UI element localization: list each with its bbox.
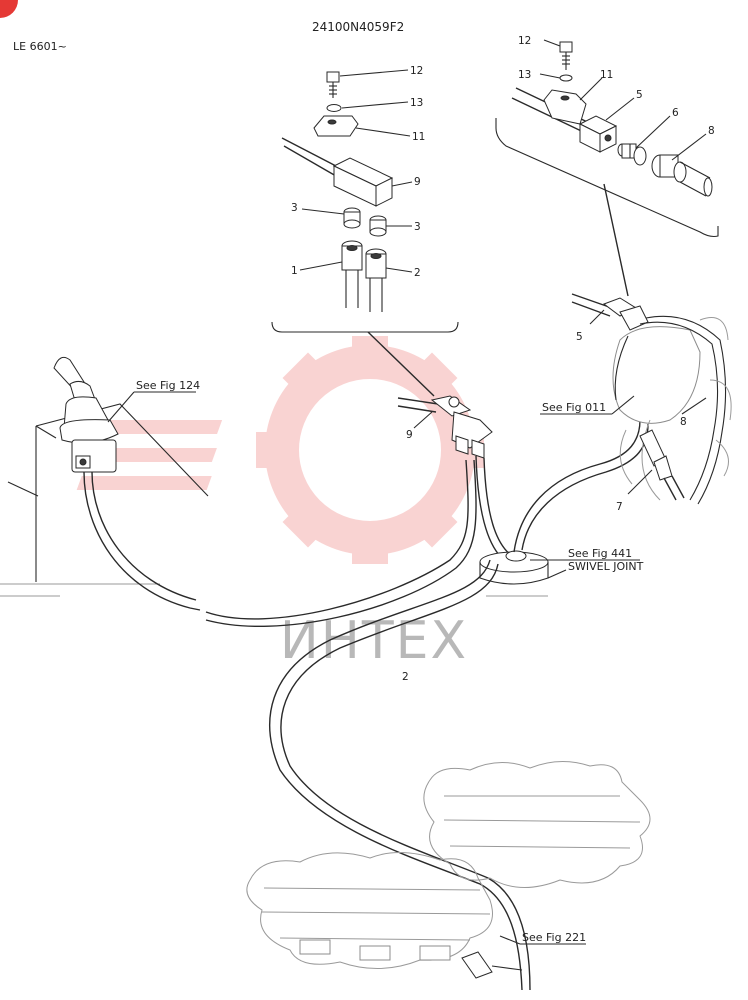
hose-detail-left: [281, 137, 337, 167]
label-part-2-top: 2: [414, 267, 421, 279]
ref-fig-011: See Fig 011: [542, 401, 606, 414]
hose-end-8: [651, 154, 713, 197]
clamp-11-left: [313, 115, 359, 137]
detail-view-swivel-connectors: 12 13 11 5 6 8: [495, 35, 719, 238]
label-part-9-main: 9: [406, 429, 413, 441]
callout-line-right-detail: [603, 183, 629, 297]
label-part-12-left: 12: [410, 65, 423, 77]
connector-block-9: [332, 157, 394, 207]
fitting-6: [617, 143, 647, 166]
label-part-3-right: 3: [414, 221, 421, 233]
washer-13-right: [559, 74, 573, 82]
label-part-5-detail: 5: [636, 89, 643, 101]
label-part-8-detail: 8: [708, 125, 715, 137]
label-part-5-main: 5: [576, 331, 583, 343]
block-5-detail: [578, 115, 618, 153]
label-part-1: 1: [291, 265, 298, 277]
hose-joystick: [83, 471, 201, 611]
watermark-text: ИНТЕХ: [280, 611, 468, 671]
operator-console: [0, 403, 209, 597]
hose-end-fitting-valve: [461, 951, 523, 979]
label-part-8-main: 8: [680, 416, 687, 428]
ref-swivel-joint: SWIVEL JOINT: [568, 560, 644, 573]
label-part-13-right: 13: [518, 69, 531, 81]
drawing-number: 24100N4059F2: [312, 20, 404, 34]
detail-view-valve-connectors: 12 13 11 9 3 3 1 2: [271, 65, 459, 333]
detail-frame-right: [495, 118, 719, 238]
bolt-12-right: [559, 41, 573, 70]
connector-block-9-assembly: [397, 395, 493, 459]
callout-line-left-detail: [367, 331, 435, 397]
nut-3-right: [369, 215, 387, 237]
label-part-3-left: 3: [291, 202, 298, 214]
ref-fig-124: See Fig 124: [136, 379, 200, 392]
right-assembly: [571, 293, 732, 505]
ref-fig-221: See Fig 221: [522, 931, 586, 944]
label-part-7: 7: [616, 501, 623, 513]
control-valve-block: [246, 761, 651, 969]
label-part-9-detail: 9: [414, 176, 421, 188]
corner-mark: [0, 0, 18, 18]
label-part-11-right: 11: [600, 69, 613, 81]
pilot-joystick: [53, 356, 119, 473]
detail-frame-left: [271, 321, 459, 333]
ref-fig-441: See Fig 441: [568, 547, 632, 560]
bolt-12-left: [326, 71, 340, 98]
label-part-6: 6: [672, 107, 679, 119]
fitting-1: [341, 240, 363, 308]
label-part-12-right: 12: [518, 35, 531, 47]
swivel-joint: [479, 550, 549, 597]
fitting-2: [365, 248, 387, 312]
serial-range: LE 6601~: [13, 40, 67, 53]
nut-3-left: [343, 207, 361, 229]
label-part-11-left: 11: [412, 131, 425, 143]
watermark-logo: [67, 336, 484, 564]
label-part-13-left: 13: [410, 97, 423, 109]
hose-2: [269, 559, 523, 991]
washer-13-left: [326, 104, 342, 112]
clamp-11-right: [543, 89, 587, 125]
label-part-2-hose: 2: [402, 671, 409, 683]
